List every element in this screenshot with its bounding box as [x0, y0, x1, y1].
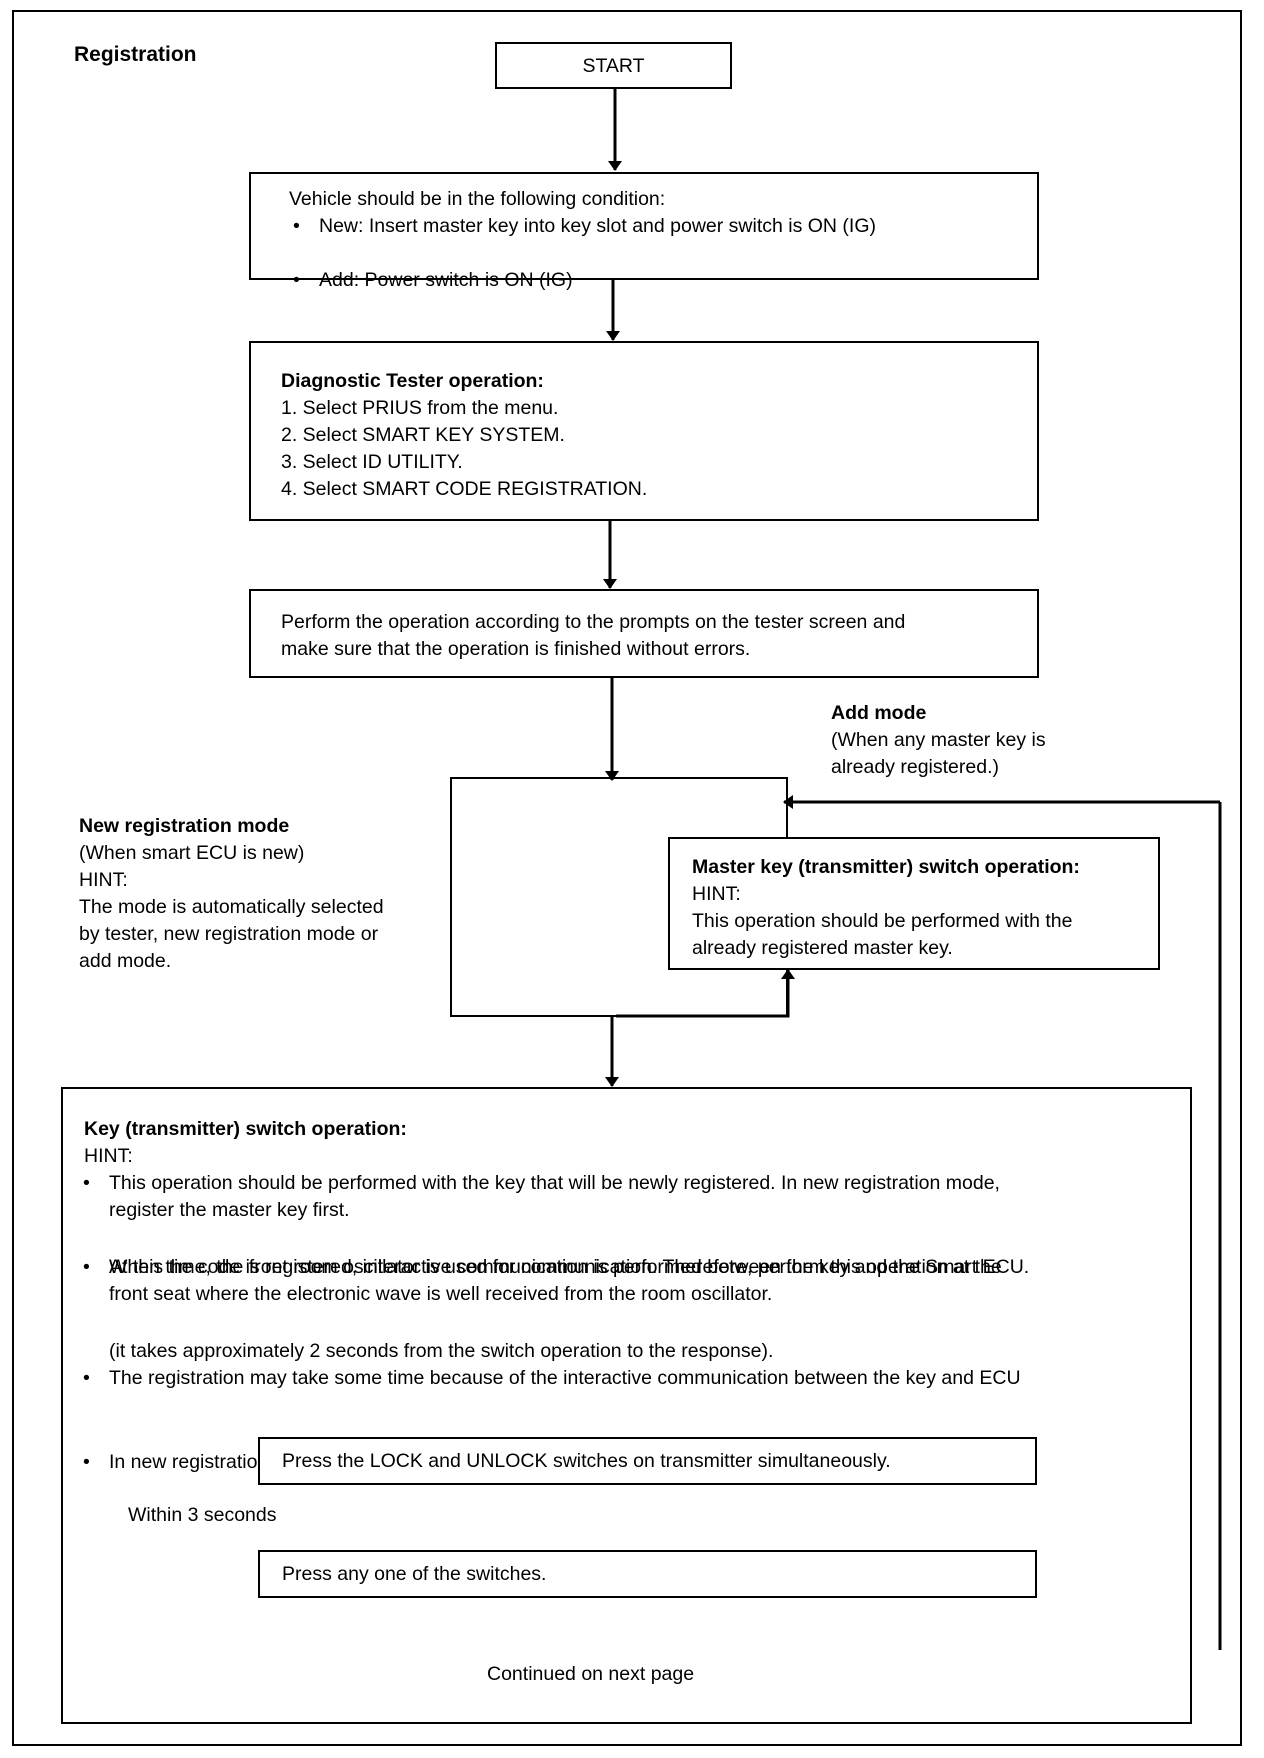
master-key-box: Master key (transmitter) switch operatio…: [668, 837, 1160, 970]
tester-heading: Diagnostic Tester operation:: [281, 370, 544, 392]
condition-box: Vehicle should be in the following condi…: [249, 172, 1039, 294]
press-lock-unlock-box: Press the LOCK and UNLOCK switches on tr…: [258, 1437, 1037, 1485]
tester-step-1: 1. Select PRIUS from the menu.: [281, 397, 559, 419]
key-op-hint: HINT:: [84, 1145, 133, 1167]
add-mode-line-2: already registered.): [831, 756, 999, 778]
key-op-box: Key (transmitter) switch operation: HINT…: [61, 1087, 1192, 1724]
key-op-bullet-2-line-3: front seat where the electronic wave is …: [109, 1283, 773, 1305]
key-op-bullet-1-line-1: This operation should be performed with …: [79, 1170, 1206, 1197]
press-any-switch-label: Press any one of the switches.: [282, 1563, 547, 1585]
start-box: START: [495, 42, 732, 89]
perform-line-1: Perform the operation according to the p…: [281, 611, 906, 633]
key-op-bullet-3-line-2: (it takes approximately 2 seconds from t…: [109, 1340, 774, 1362]
new-mode-heading: New registration mode: [79, 815, 290, 837]
perform-box: Perform the operation according to the p…: [249, 589, 1039, 678]
key-op-bullet-3-line-1: The registration may take some time beca…: [79, 1365, 1206, 1392]
new-mode-line-1: (When smart ECU is new): [79, 842, 305, 864]
add-mode-heading: Add mode: [831, 702, 927, 724]
add-mode-line-1: (When any master key is: [831, 729, 1046, 751]
master-key-heading: Master key (transmitter) switch operatio…: [692, 856, 1080, 878]
tester-step-2: 2. Select SMART KEY SYSTEM.: [281, 424, 565, 446]
new-mode-hint: HINT:: [79, 869, 128, 891]
start-label: START: [582, 55, 645, 77]
key-op-bullet-1-line-2: register the master key first.: [109, 1199, 350, 1221]
new-mode-line-3: by tester, new registration mode or: [79, 923, 379, 945]
condition-item-new: New: Insert master key into key slot and…: [289, 213, 1075, 240]
condition-item-add: Add: Power switch is ON (IG): [289, 267, 1075, 294]
key-op-bullet-2-line-2: At this time, the front room oscillator …: [109, 1256, 1002, 1278]
page-frame: [12, 10, 1242, 1746]
key-op-bullet-2-line-1: When the code is registered, interactive…: [79, 1254, 1206, 1281]
master-key-line-2: already registered master key.: [692, 937, 953, 959]
condition-heading: Vehicle should be in the following condi…: [289, 188, 666, 210]
tester-box: Diagnostic Tester operation: 1. Select P…: [249, 341, 1039, 521]
master-key-hint: HINT:: [692, 883, 741, 905]
perform-line-2: make sure that the operation is finished…: [281, 638, 751, 660]
key-op-heading: Key (transmitter) switch operation:: [84, 1118, 407, 1140]
within-label: Within 3 seconds: [128, 1504, 277, 1526]
press-lock-unlock-label: Press the LOCK and UNLOCK switches on tr…: [282, 1450, 891, 1472]
master-key-line-1: This operation should be performed with …: [692, 910, 1073, 932]
new-mode-line-2: The mode is automatically selected: [79, 896, 384, 918]
tester-step-4: 4. Select SMART CODE REGISTRATION.: [281, 478, 648, 500]
continued-label: Continued on next page: [487, 1663, 695, 1685]
press-any-switch-box: Press any one of the switches.: [258, 1550, 1037, 1598]
tester-step-3: 3. Select ID UTILITY.: [281, 451, 463, 473]
new-mode-line-4: add mode.: [79, 950, 172, 972]
page-title: Registration: [74, 43, 197, 66]
